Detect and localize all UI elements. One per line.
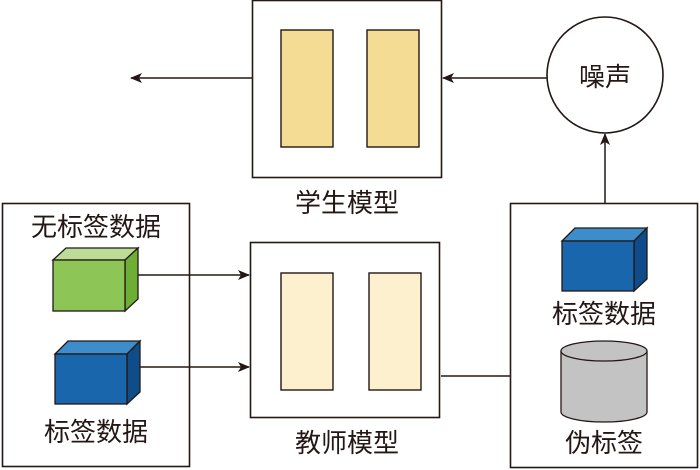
pseudo-label-cylinder-icon <box>560 340 648 423</box>
teacher-layer-2 <box>368 272 422 391</box>
unlabeled-data-cube-icon <box>51 246 140 313</box>
student-layer-2 <box>366 29 420 148</box>
teacher-model-label: 教师模型 <box>295 429 399 459</box>
input-data-group: 无标签数据 标签数据 <box>1 202 191 468</box>
labeled-data-cube-icon-left <box>53 339 142 406</box>
noise-node: 噪声 <box>546 16 664 134</box>
student-model: 学生模型 <box>251 0 443 219</box>
labeled-data-cube-icon-right <box>560 226 649 293</box>
student-layer-1 <box>280 29 334 148</box>
teacher-model: 教师模型 <box>249 241 441 459</box>
student-model-label: 学生模型 <box>295 189 399 219</box>
pseudo-label-label: 伪标签 <box>565 429 643 459</box>
labeled-data-label-right: 标签数据 <box>552 300 656 330</box>
training-data-box <box>509 202 699 469</box>
labeled-data-label-left: 标签数据 <box>44 418 148 448</box>
teacher-layer-1 <box>280 272 334 391</box>
unlabeled-data-label: 无标签数据 <box>31 213 161 243</box>
input-data-box <box>1 202 191 468</box>
training-data-group: 标签数据 伪标签 <box>509 202 699 469</box>
noise-label: 噪声 <box>579 63 631 93</box>
